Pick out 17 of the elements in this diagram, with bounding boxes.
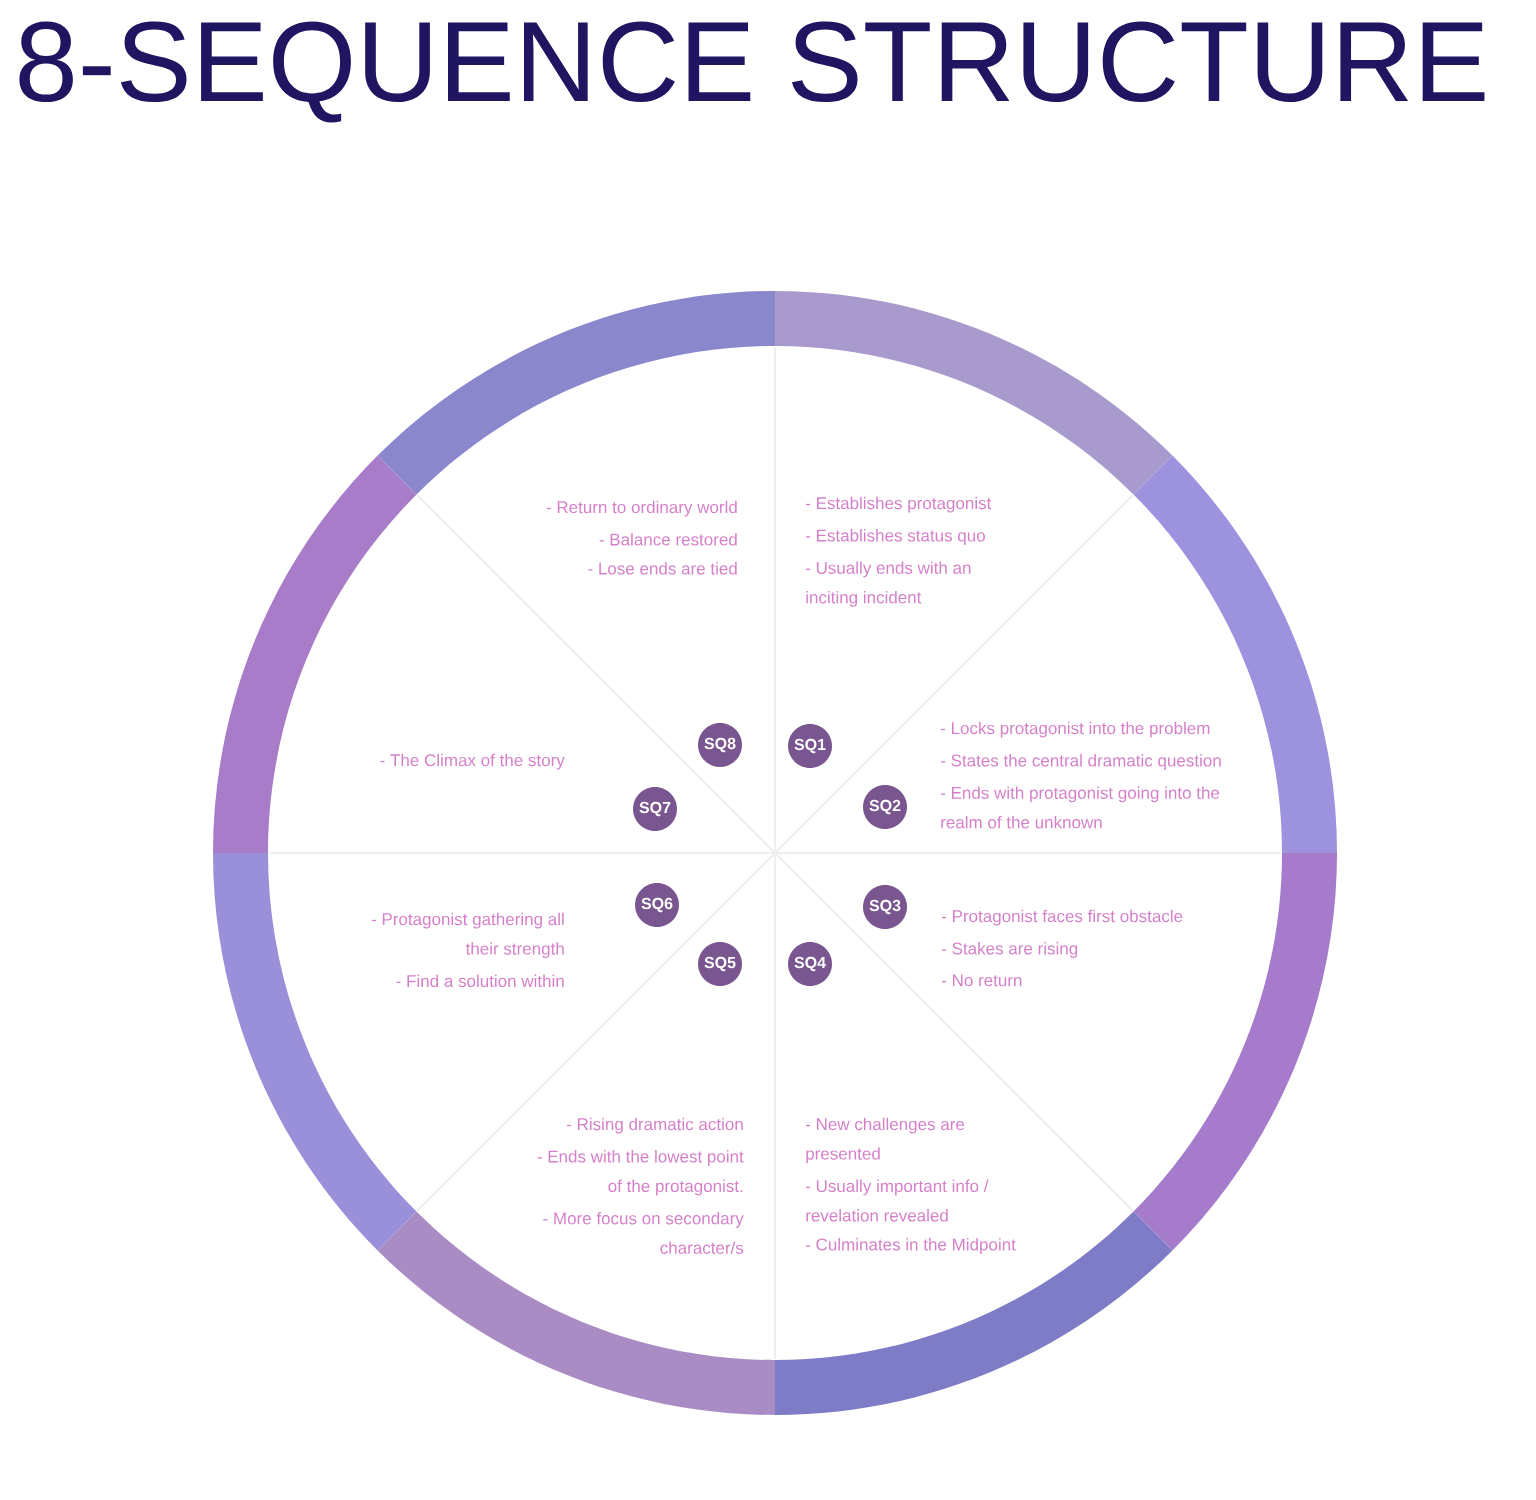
sequence-badge: SQ4 [788,942,832,986]
title: 8-SEQUENCE STRUCTURE [19,21,1485,123]
sequence-notes: - Rising dramatic action - Ends with the lowest point of the protagonist. - More focus on secondary character/s [537,1117,744,1254]
sequence-notes: - Protagonist gathering all their strength - Find a solution within [371,912,564,988]
sequence-notes: - Locks protagonist into the problem - States the central dramatic question - Ends with protagonist going into the realm of the unknown [940,721,1221,829]
sequence-notes: - Return to ordinary world - Balance restored - Lose ends are tied [546,500,737,575]
sequence-badge: SQ8 [698,723,742,767]
sequence-notes: - Protagonist faces first obstacle - Stakes are rising - No return [941,909,1183,987]
sequence-notes: - Establishes protagonist - Establishes status quo - Usually ends with an inciting incident [805,496,992,607]
sequence-badge: SQ3 [863,885,907,929]
sequence-notes: - The Climax of the story [380,753,565,770]
sequence-badge: SQ7 [633,787,677,831]
sequence-badge: SQ6 [635,883,679,927]
sequence-badge: SQ5 [698,942,742,986]
sequence-notes: - New challenges are presented - Usually important info / revelation revealed - Culminates in the Midpoint [805,1117,1016,1254]
sequence-badge: SQ1 [788,724,832,768]
sequence-badge: SQ2 [863,785,907,829]
